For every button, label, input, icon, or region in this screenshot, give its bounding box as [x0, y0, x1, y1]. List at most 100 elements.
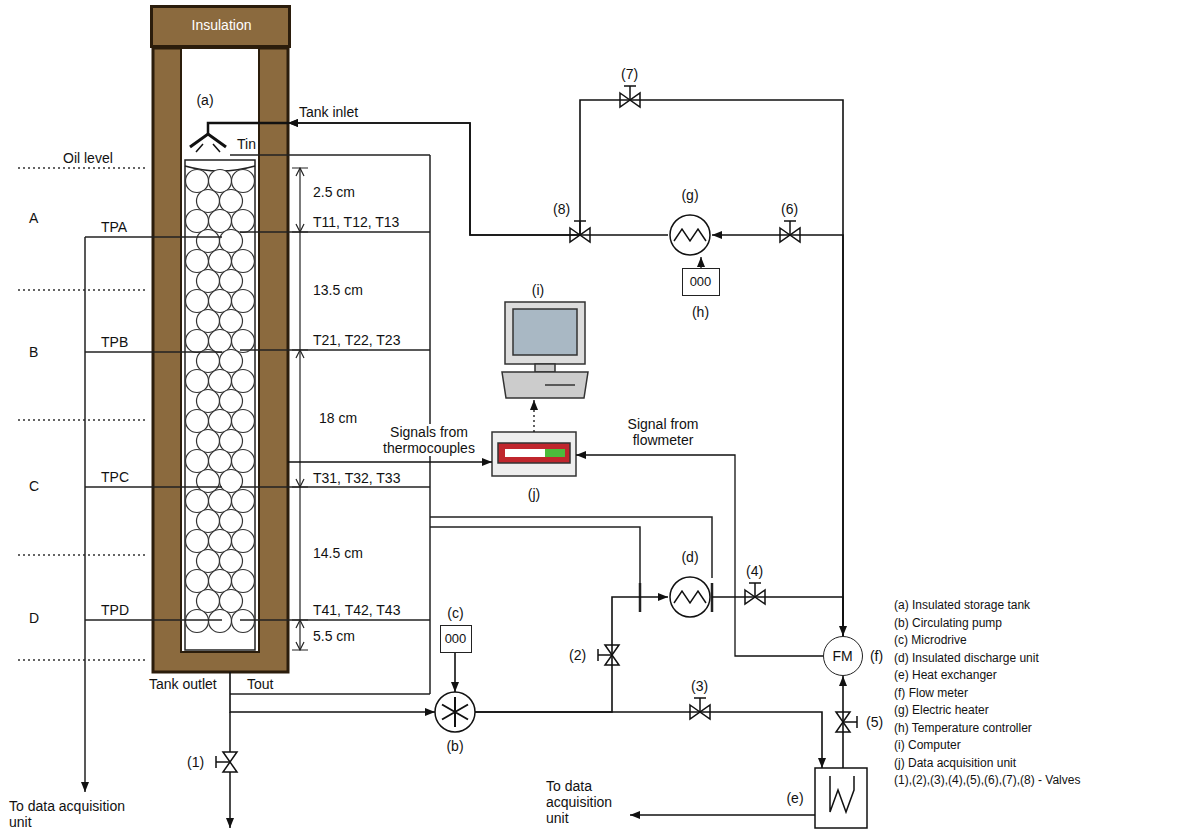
packed-spheres [209, 490, 232, 513]
dimension-label: 14.5 cm [312, 545, 364, 561]
drain-pipe [630, 814, 815, 816]
inlet-sprinkler [190, 123, 288, 152]
packed-spheres [186, 450, 209, 473]
computer [502, 372, 588, 398]
level-lines [18, 167, 148, 169]
text-label: To data acquisition unit [8, 798, 150, 830]
packed-spheres [197, 430, 220, 453]
text-label: T31, T32, T33 [312, 470, 401, 486]
packed-spheres [220, 190, 243, 213]
legend-line: (c) Microdrive [893, 633, 968, 648]
probe-lines [85, 351, 222, 353]
data-acquisition-unit [545, 449, 565, 457]
pipe-line [288, 100, 843, 636]
packed-spheres [197, 470, 220, 493]
thermocouple-wires [240, 619, 430, 621]
callout-number: (8) [552, 201, 571, 217]
probe-lines [85, 486, 222, 488]
signal-label: Signals from thermocouples [378, 424, 480, 456]
callout-number: (6) [780, 201, 799, 217]
dimension-label: 18 cm [318, 410, 358, 426]
data-acquisition-unit [498, 443, 570, 463]
packed-spheres [232, 250, 255, 273]
callout-number: (7) [620, 66, 639, 82]
text-label: TPD [100, 602, 130, 618]
probe-lines [85, 237, 222, 792]
packed-spheres [209, 370, 232, 393]
packed-spheres [197, 510, 220, 533]
packed-spheres [220, 550, 243, 573]
discharge-unit: (d) [668, 575, 712, 619]
probe-lines [85, 619, 222, 621]
callout-number: (1) [186, 754, 205, 770]
thermocouple-wires [430, 527, 640, 585]
circulating-pump [442, 697, 468, 727]
callout-number: (5) [865, 714, 884, 730]
dimension-line [299, 168, 300, 650]
callout-letter: (i) [532, 282, 544, 298]
text-label: TPC [100, 469, 130, 485]
electric-heater [674, 229, 706, 241]
text-label: TPB [100, 334, 129, 350]
thermocouple-wires [430, 517, 712, 578]
pipe-line [475, 712, 822, 768]
computer [545, 384, 575, 386]
packed-spheres [186, 530, 209, 553]
callout-letter: (b) [446, 738, 463, 754]
temperature-controller: 000(h) [682, 268, 720, 296]
packed-spheres [232, 570, 255, 593]
packed-spheres [220, 510, 243, 533]
discharge-unit [670, 577, 710, 617]
dimension-label: 5.5 cm [312, 628, 356, 644]
packed-spheres [220, 390, 243, 413]
dimension-line [292, 168, 308, 650]
data-acquisition-unit [505, 449, 545, 457]
heat-exchanger: (e) [815, 768, 867, 828]
node-text: FM [832, 648, 852, 664]
text-label: T11, T12, T13 [312, 214, 400, 230]
packed-spheres [232, 170, 255, 193]
computer [502, 302, 588, 398]
valve-symbol [598, 649, 612, 661]
tank-body [153, 48, 288, 672]
signal-label: Signal from flowmeter [606, 416, 720, 448]
packed-spheres [186, 570, 209, 593]
valve-symbol [216, 756, 230, 768]
electric-heater [670, 215, 710, 255]
thermocouple-wires [230, 154, 430, 156]
valve-symbol [784, 221, 796, 235]
callout-letter: (f) [870, 648, 883, 664]
packed-spheres [197, 230, 220, 253]
text-label: Tin [236, 136, 257, 152]
packed-spheres [232, 370, 255, 393]
thermocouple-wires [240, 231, 430, 233]
legend-line: (i) Computer [893, 738, 962, 753]
inlet-sprinkler [190, 134, 226, 147]
packed-spheres [186, 370, 209, 393]
packed-spheres [186, 170, 209, 193]
packed-spheres [232, 450, 255, 473]
circulating-pump [435, 692, 475, 732]
storage-tank: (a) [153, 48, 288, 672]
level-lines [18, 289, 148, 291]
inlet-sprinkler [208, 123, 288, 134]
insulation-cap: Insulation [150, 5, 291, 48]
valve-symbol [624, 86, 636, 100]
callout-number: (2) [568, 647, 587, 663]
inlet-sprinkler [196, 144, 220, 152]
node-text: 000 [690, 274, 712, 290]
probe-lines [85, 236, 222, 238]
zone-letter: C [28, 478, 40, 494]
legend-line: (a) Insulated storage tank [893, 598, 1031, 613]
packed-spheres [197, 270, 220, 293]
packed-spheres [232, 330, 255, 353]
callout-letter: (c) [447, 605, 463, 621]
electric-heater: (g) [668, 213, 712, 257]
packed-spheres [197, 590, 220, 613]
pipe-line [288, 123, 668, 235]
valve-symbol [749, 583, 761, 597]
signal-line [700, 257, 701, 268]
packed-spheres [209, 530, 232, 553]
pump-symbol: (b) [435, 692, 475, 732]
flow-meter: FM(f) [823, 636, 863, 676]
